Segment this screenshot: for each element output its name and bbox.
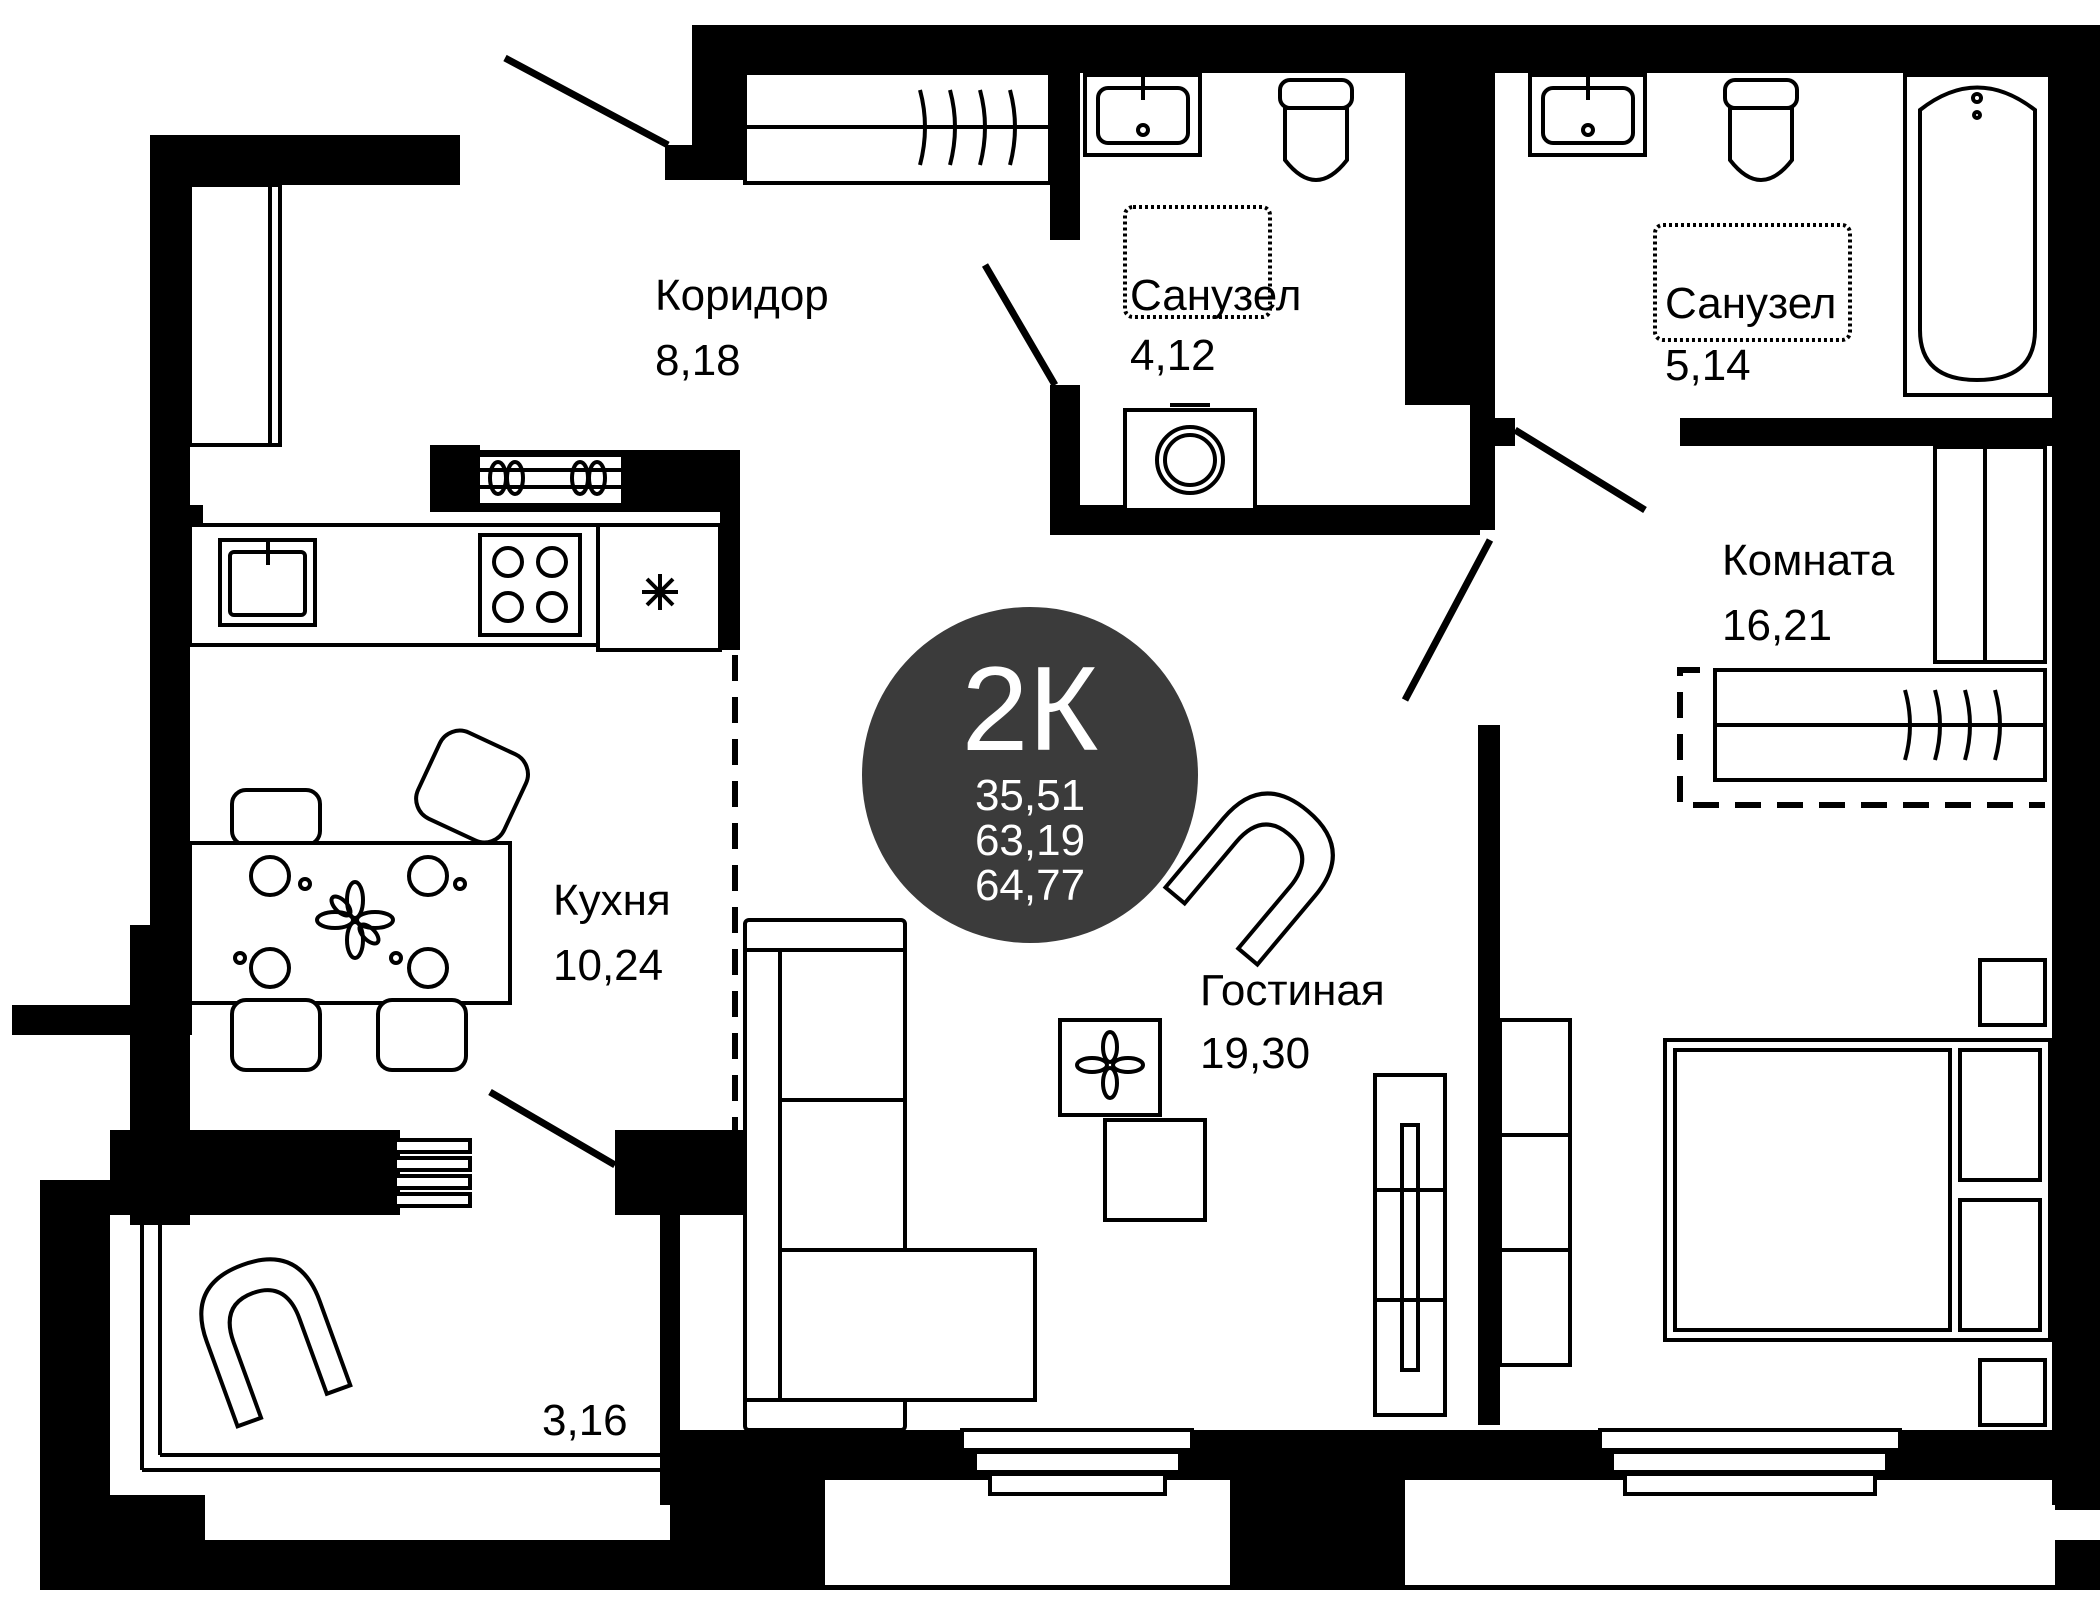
area-living: 35,51: [975, 771, 1085, 820]
living-door: [1401, 538, 1494, 702]
bedroom-name: Комната: [1722, 536, 1895, 585]
kitchen-furniture: [188, 523, 722, 1072]
bathroom2-fixtures: [1528, 73, 2052, 397]
balcony-armchair-icon: [199, 1257, 353, 1429]
kitchen-name: Кухня: [553, 876, 671, 925]
apartment-type: 2К: [962, 642, 1099, 776]
stove-icon: [478, 533, 582, 637]
bathroom2-door: [1513, 427, 1647, 513]
entrance-door: [503, 54, 670, 149]
kitchen-area: 10,24: [553, 941, 663, 990]
doors: [488, 54, 1647, 1169]
tv-stand: [1373, 1073, 1447, 1417]
bedroom-area: 16,21: [1722, 601, 1832, 650]
living-area: 19,30: [1200, 1029, 1310, 1078]
apartment-badge: 2К 35,51 63,19 64,77: [862, 607, 1198, 943]
windows: [48, 1138, 2055, 1585]
room-labels: Коридор 8,18 Санузел 4,12 Санузел 5,14 К…: [542, 271, 1895, 1445]
sofa-icon: [743, 918, 1037, 1432]
armchair-icon: [1162, 791, 1335, 968]
bed-icon: [1663, 1038, 2052, 1342]
bathtub-icon: [1903, 73, 2052, 397]
living-furniture: [743, 791, 1572, 1432]
washing-machine-icon: [1123, 403, 1257, 512]
sink-icon: [218, 538, 317, 627]
area-with-balcony: 64,77: [975, 861, 1085, 910]
toilet2-icon: [1723, 78, 1799, 182]
fridge-icon: [596, 523, 722, 652]
bathroom-small-name: Санузел: [1130, 271, 1301, 320]
corridor-name: Коридор: [655, 271, 829, 320]
dining-table: [188, 728, 530, 1072]
bathroom1-fixtures: [1083, 73, 1354, 512]
bathroom-large-name: Санузел: [1665, 279, 1836, 328]
bedroom-dresser: [1498, 1018, 1572, 1367]
balcony-area: 3,16: [542, 1396, 628, 1445]
shoe-rack: [430, 445, 625, 507]
badge-circle: [862, 607, 1198, 943]
bedroom-furniture: [1663, 445, 2052, 1427]
bathroom-door: [981, 263, 1059, 387]
wardrobe-corridor: [743, 71, 1052, 185]
bathroom-large-area: 5,14: [1665, 341, 1751, 390]
area-total: 63,19: [975, 816, 1085, 865]
toilet-icon: [1278, 78, 1354, 182]
living-name: Гостиная: [1200, 966, 1385, 1015]
wardrobe-bedroom: [1677, 667, 2047, 808]
corridor-area: 8,18: [655, 336, 741, 385]
wardrobe-left: [188, 183, 282, 447]
bathroom-small-area: 4,12: [1130, 331, 1216, 380]
balcony-door: [488, 1088, 617, 1169]
